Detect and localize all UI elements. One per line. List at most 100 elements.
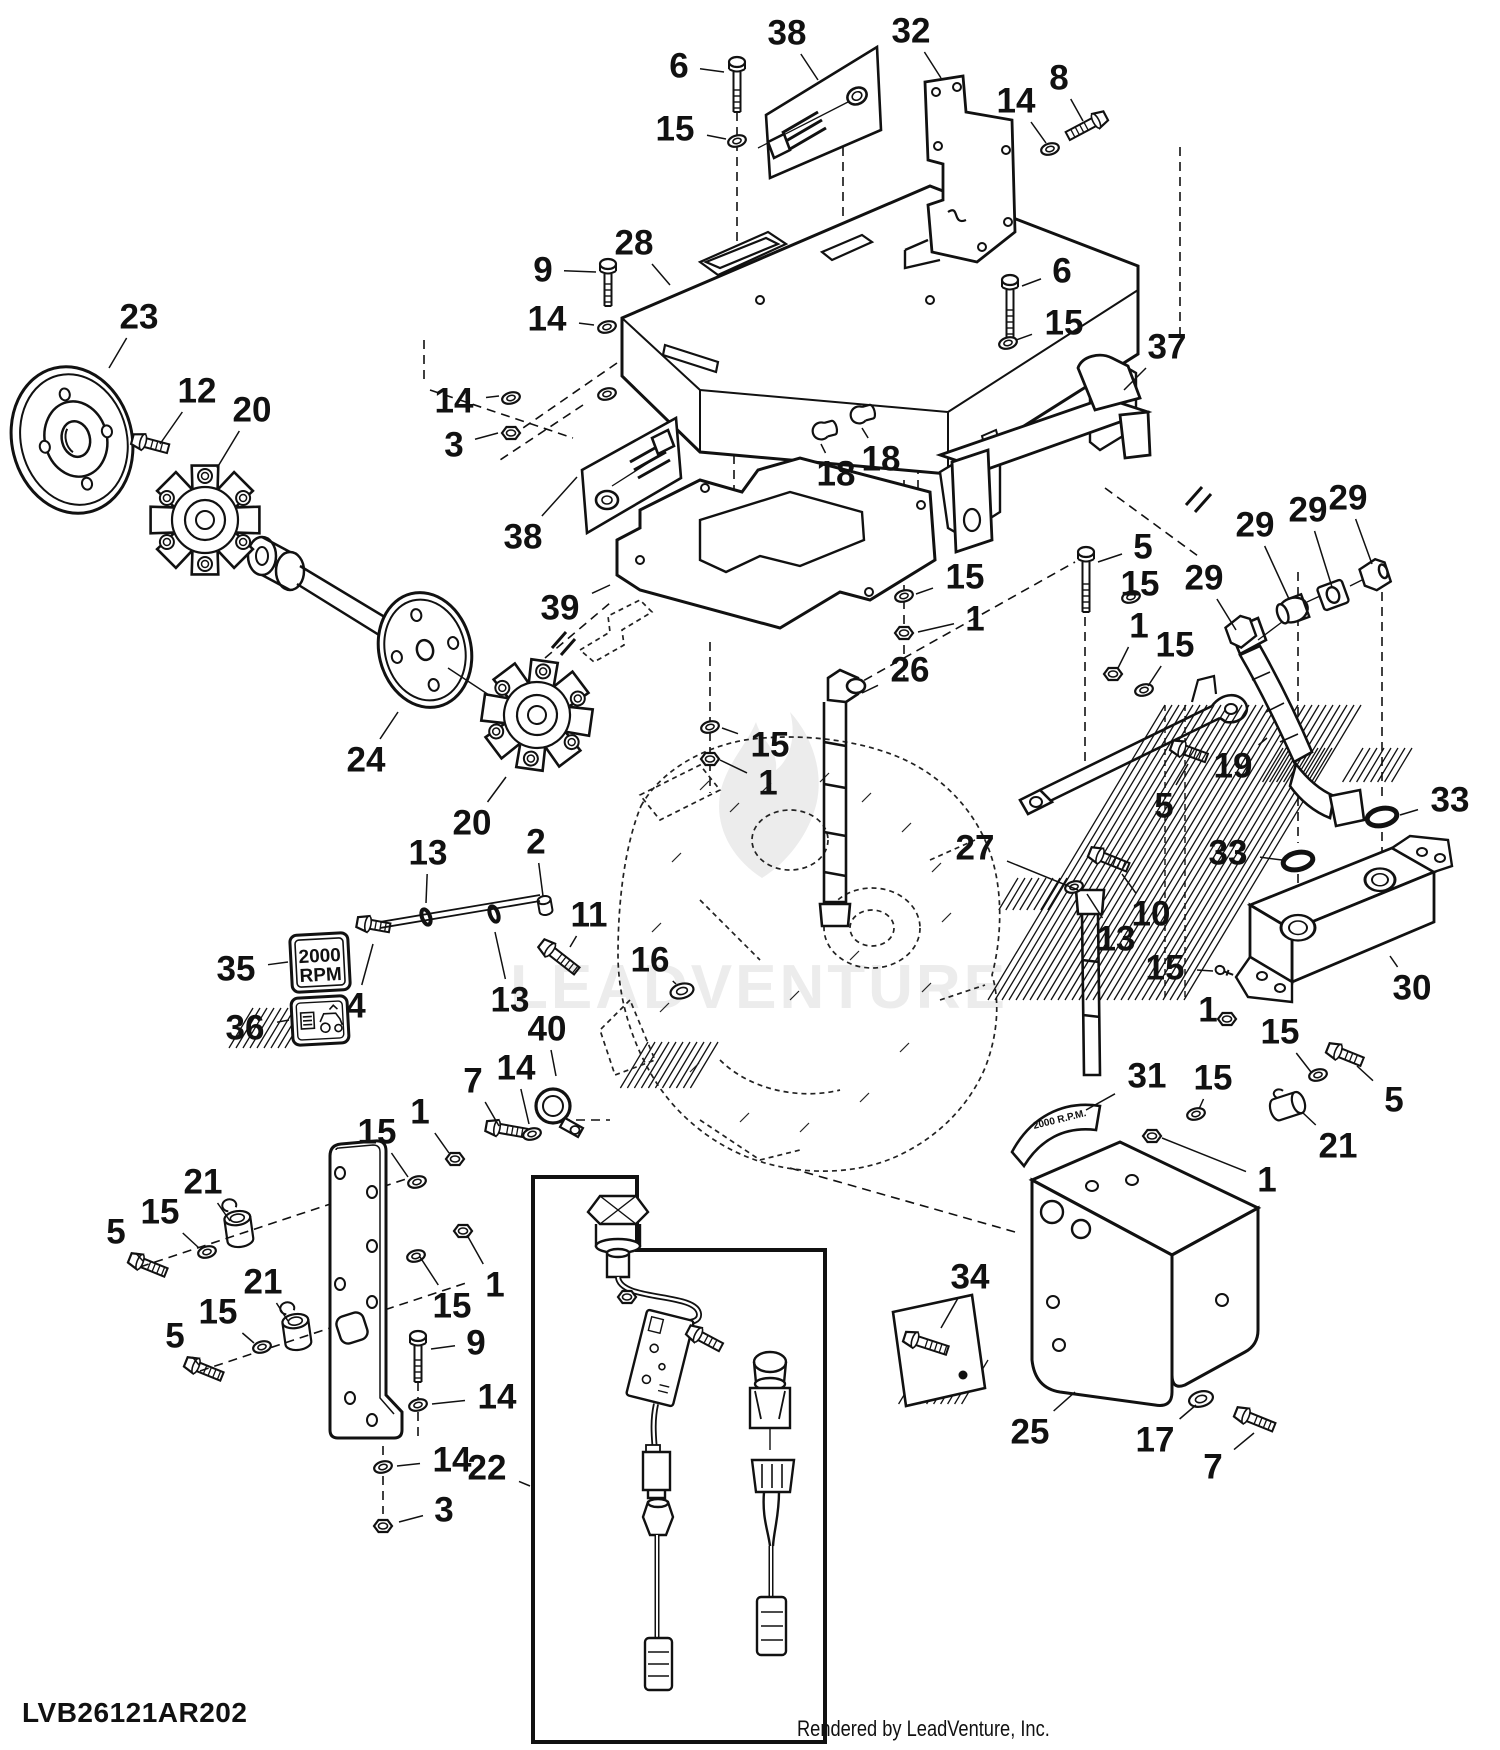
flame-icon	[719, 712, 819, 878]
coupling-20-rear	[479, 657, 595, 773]
callout-13: 13	[1097, 920, 1136, 959]
callout-15: 15	[433, 1287, 472, 1326]
callout-3: 3	[434, 1491, 453, 1530]
callout-29: 29	[1289, 491, 1328, 530]
callout-21: 21	[244, 1263, 283, 1302]
callout-leader-lines	[108, 51, 1419, 1523]
callout-15: 15	[1194, 1059, 1233, 1098]
callout-15: 15	[656, 110, 695, 149]
drawing-number: LVB26121AR202	[22, 1697, 248, 1728]
callout-7: 7	[1203, 1448, 1222, 1487]
callout-1: 1	[758, 764, 777, 803]
callout-12: 12	[178, 372, 217, 411]
callout-15: 15	[1156, 626, 1195, 665]
callout-29: 29	[1236, 506, 1275, 545]
fasteners	[126, 55, 1400, 1534]
callout-29: 29	[1185, 559, 1224, 598]
callout-7: 7	[463, 1062, 482, 1101]
callout-23: 23	[120, 298, 159, 337]
seal-kit-plate-34	[891, 1293, 987, 1408]
fitting-plate-38-top	[757, 44, 883, 180]
callout-22: 22	[468, 1449, 507, 1488]
callout-5: 5	[1133, 528, 1152, 567]
callout-1: 1	[1129, 607, 1148, 646]
control-rod-assembly	[1018, 674, 1249, 816]
mount-plate-left	[328, 1139, 404, 1440]
callout-29: 29	[1329, 479, 1368, 518]
callout-25: 25	[1011, 1413, 1050, 1452]
callout-1: 1	[485, 1266, 504, 1305]
tractor-icon	[299, 1004, 344, 1034]
callout-15: 15	[199, 1293, 238, 1332]
leadventure-watermark: LEADVENTURE	[510, 712, 1005, 1022]
decal-36-pto	[289, 994, 351, 1047]
callout-6: 6	[1052, 252, 1071, 291]
callout-15: 15	[1146, 949, 1185, 988]
callout-21: 21	[184, 1163, 223, 1202]
callout-32: 32	[892, 12, 931, 51]
assembly-dashed-lines	[139, 102, 1383, 1514]
callout-13: 13	[491, 981, 530, 1020]
callout-15: 15	[358, 1113, 397, 1152]
callout-15: 15	[1121, 565, 1160, 604]
callout-35: 35	[217, 950, 256, 989]
callout-18: 18	[862, 440, 901, 479]
callout-5: 5	[106, 1213, 125, 1252]
cover-25	[1028, 1140, 1262, 1407]
callout-15: 15	[1045, 304, 1084, 343]
callout-37: 37	[1148, 328, 1187, 367]
callout-9: 9	[533, 251, 552, 290]
callout-39: 39	[541, 589, 580, 628]
callout-16: 16	[631, 941, 670, 980]
callout-21: 21	[1319, 1127, 1358, 1166]
callout-38: 38	[768, 14, 807, 53]
decal-31-2000rpm-arc: 2000 R.P.M.	[1010, 1103, 1102, 1169]
drive-shaft-24	[246, 535, 493, 709]
harness-box-22	[531, 1175, 827, 1744]
callout-1: 1	[410, 1093, 429, 1132]
callout-14: 14	[528, 300, 567, 339]
callout-10: 10	[1132, 895, 1171, 934]
callout-1: 1	[1198, 991, 1217, 1030]
callout-4: 4	[346, 987, 366, 1026]
callout-15: 15	[141, 1193, 180, 1232]
callout-15: 15	[946, 558, 985, 597]
gasket-39	[615, 456, 937, 630]
callout-26: 26	[891, 651, 930, 690]
break-marks	[550, 486, 1213, 656]
callout-14: 14	[433, 1441, 472, 1480]
callout-33: 33	[1431, 781, 1470, 820]
callout-28: 28	[615, 224, 654, 263]
callout-13: 13	[409, 834, 448, 873]
gearbox-hidden-outline	[578, 598, 1001, 1172]
coupling-20-front	[149, 464, 261, 576]
render-credit: Rendered by LeadVenture, Inc.	[797, 1716, 1050, 1741]
callout-15: 15	[1261, 1013, 1300, 1052]
decal-35-2000rpm: 2000 RPM	[288, 931, 352, 994]
decal-35-line1: 2000	[298, 945, 341, 968]
pulley-23	[9, 365, 135, 515]
bracket-32	[903, 74, 1017, 270]
callout-5: 5	[1384, 1081, 1403, 1120]
callout-6: 6	[669, 47, 688, 86]
callout-17: 17	[1136, 1421, 1175, 1460]
callout-31: 31	[1128, 1057, 1167, 1096]
callout-14: 14	[497, 1049, 536, 1088]
callout-36: 36	[226, 1009, 265, 1048]
callout-34: 34	[951, 1258, 990, 1297]
fittings-29	[1224, 557, 1393, 649]
callout-2: 2	[526, 823, 545, 862]
callout-38: 38	[504, 518, 543, 557]
callout-19: 19	[1214, 747, 1253, 786]
callout-30: 30	[1393, 969, 1432, 1008]
callout-40: 40	[528, 1010, 567, 1049]
decal-35-line2: RPM	[299, 964, 342, 987]
hose-27	[1074, 888, 1106, 1077]
callout-5: 5	[1154, 787, 1173, 826]
callout-5: 5	[165, 1317, 184, 1356]
mount-block-30	[1234, 834, 1454, 1004]
callout-8: 8	[1049, 59, 1068, 98]
